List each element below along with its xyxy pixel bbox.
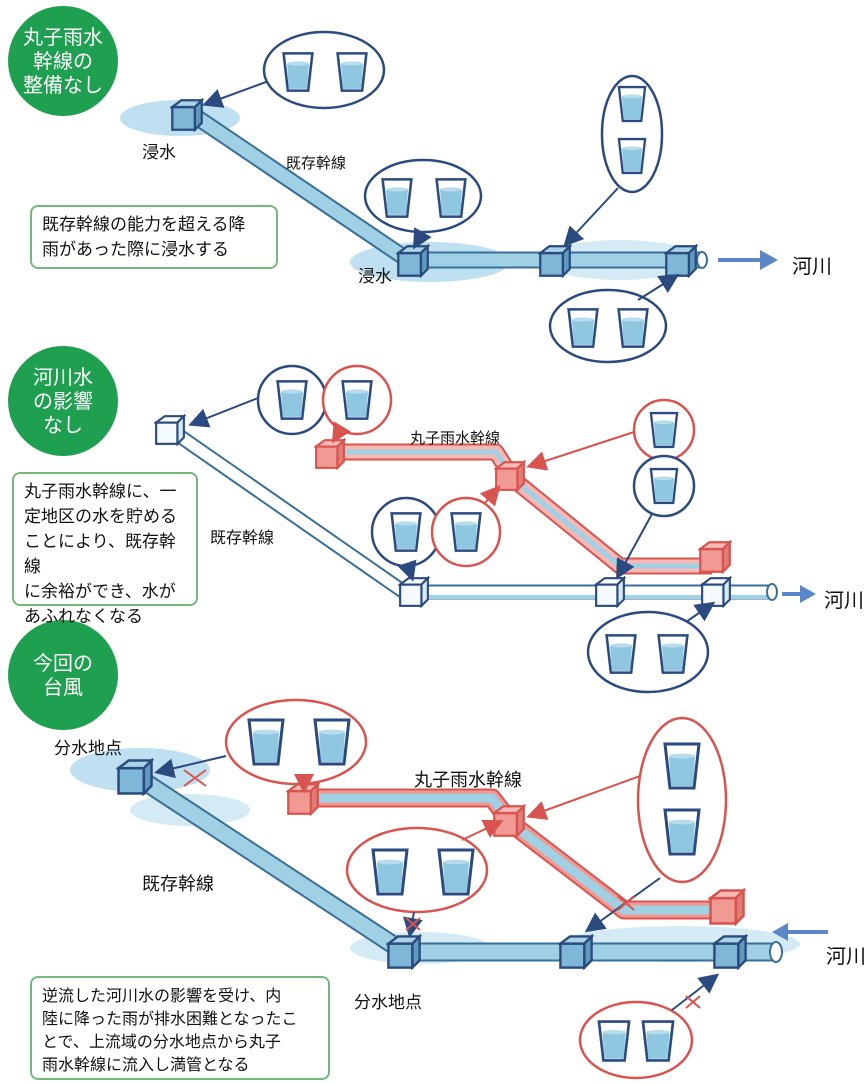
blocked-x-mark xyxy=(617,895,635,911)
label-existing-trunk: 既存幹線 xyxy=(210,528,275,547)
cup-icon xyxy=(450,512,482,552)
rainwater-cups-circle xyxy=(262,30,386,110)
flow-arrow xyxy=(331,421,351,444)
manhole-box xyxy=(665,245,697,277)
flow-arrow xyxy=(154,755,227,779)
branch-point-box xyxy=(387,935,421,969)
cup-icon xyxy=(641,1020,675,1062)
badge-no-maruko-trunk: 丸子雨水 幹線の 整備なし xyxy=(8,6,118,116)
manhole-box xyxy=(399,577,429,607)
cup-icon xyxy=(617,85,647,123)
label-flooding-top: 浸水 xyxy=(142,143,176,163)
flow-arrow xyxy=(616,513,653,580)
manhole-box-red xyxy=(493,805,525,837)
manhole-box xyxy=(559,935,593,969)
panel-1 xyxy=(120,30,778,364)
flow-arrow xyxy=(479,484,501,507)
label-existing-trunk: 既存幹線 xyxy=(286,154,347,172)
cup-icon xyxy=(341,380,373,420)
pipe-outlet xyxy=(766,583,778,601)
label-maruko-trunk: 丸子雨水幹線 xyxy=(414,770,522,791)
badge-no-river-influence: 河川水 の影響 なし xyxy=(8,346,118,456)
label-river: 河川 xyxy=(824,588,864,612)
pipe-outlet xyxy=(769,941,783,963)
cup-icon xyxy=(663,808,701,856)
rainwater-cups-circle xyxy=(586,610,710,694)
flow-arrow xyxy=(563,187,619,247)
flow-arrow xyxy=(671,973,720,1011)
manhole-box xyxy=(595,577,625,607)
manhole-box xyxy=(397,245,429,277)
rainwater-cups-circle xyxy=(578,1000,694,1080)
label-maruko-trunk: 丸子雨水幹線 xyxy=(410,429,501,447)
cup-icon xyxy=(617,308,649,348)
flow-arrow xyxy=(413,227,432,250)
flow-arrow xyxy=(526,775,641,820)
backflow-arrowhead xyxy=(772,923,788,941)
cup-icon xyxy=(313,718,351,766)
cup-icon xyxy=(437,848,475,896)
cup-icon xyxy=(597,1020,631,1062)
manhole-box-red xyxy=(709,889,745,925)
cup-icon xyxy=(371,848,409,896)
manhole-box xyxy=(155,415,185,445)
cup-icon xyxy=(282,52,314,92)
manhole-box xyxy=(701,577,731,607)
flow-arrow xyxy=(685,601,716,623)
panel-2 xyxy=(155,364,816,694)
blocked-x-mark xyxy=(405,917,421,931)
note-panel3: 逆流した河川水の影響を受け、内 陸に降った雨が排水困難となったこ とで、上流域の… xyxy=(30,976,330,1080)
cup-icon xyxy=(390,512,422,552)
manhole-box xyxy=(171,99,203,131)
rainwater-cups-circle xyxy=(636,716,728,884)
cup-icon xyxy=(336,52,368,92)
label-branch-point-bottom: 分水地点 xyxy=(354,993,422,1013)
label-river: 河川 xyxy=(792,254,832,278)
flow-arrow xyxy=(202,81,267,108)
flow-arrow xyxy=(461,819,504,841)
manhole-box xyxy=(713,935,747,969)
label-flooding-bottom: 浸水 xyxy=(358,267,392,287)
label-existing-trunk: 既存幹線 xyxy=(142,874,214,895)
flow-arrow xyxy=(637,273,680,301)
cup-icon xyxy=(649,467,679,505)
river-flow-arrowhead xyxy=(760,250,778,270)
note-panel1: 既存幹線の能力を超える降 雨があった際に浸水する xyxy=(30,205,278,269)
flow-arrow xyxy=(397,559,417,582)
flow-arrow xyxy=(188,397,259,428)
manhole-box xyxy=(539,245,571,277)
badge-this-typhoon: 今回の 台風 xyxy=(8,620,118,730)
cup-icon xyxy=(435,178,467,218)
manhole-box-red xyxy=(699,541,731,573)
cup-icon xyxy=(247,718,285,766)
cup-icon xyxy=(276,380,308,420)
cup-icon xyxy=(567,308,599,348)
branch-point-box xyxy=(117,759,153,795)
panel-3 xyxy=(70,698,828,1080)
cup-icon xyxy=(381,178,413,218)
blocked-x-mark xyxy=(183,769,207,787)
cup-icon xyxy=(657,634,689,674)
rainwater-cups-circle xyxy=(548,288,668,364)
manhole-box-red xyxy=(315,439,345,469)
cup-icon xyxy=(663,742,701,790)
manhole-box-red xyxy=(495,461,525,491)
label-branch-point-top: 分水地点 xyxy=(54,739,122,759)
cup-icon xyxy=(649,411,679,449)
blocked-x-mark xyxy=(685,995,701,1009)
flow-arrow xyxy=(526,431,635,471)
rainwater-cups-circle xyxy=(600,74,664,194)
cup-icon xyxy=(605,634,637,674)
label-river: 河川 xyxy=(826,944,866,968)
note-panel2: 丸子雨水幹線に、一 定地区の水を貯める ことにより、既存幹線 に余裕ができ、水が… xyxy=(12,472,198,627)
river-flow-arrowhead xyxy=(800,585,816,603)
pipe-outlet xyxy=(696,251,708,269)
cup-icon xyxy=(617,137,647,175)
